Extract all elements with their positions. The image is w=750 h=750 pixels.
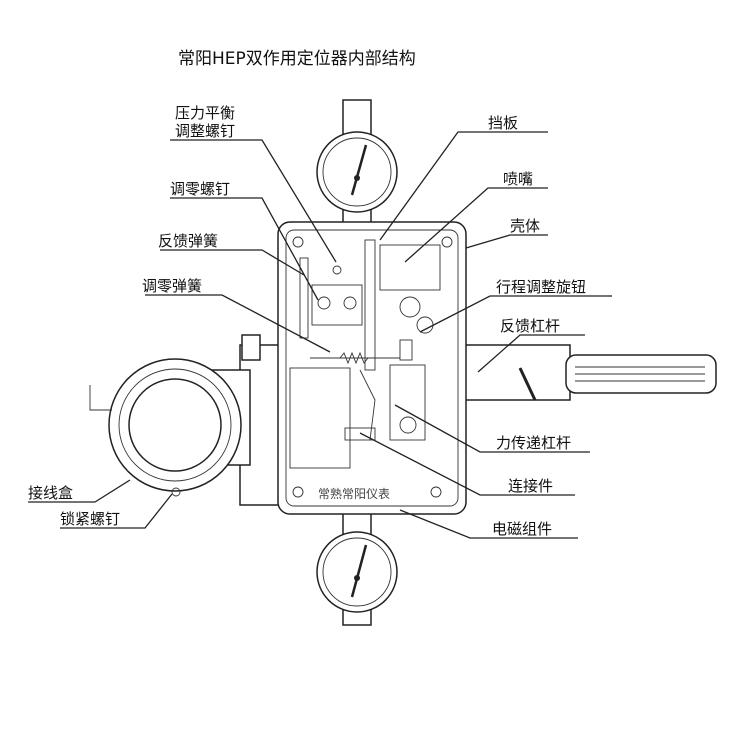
label-housing: 壳体 [510,217,540,235]
housing: 常熟常阳仪表 [277,221,467,515]
bottom-pressure-gauge [316,531,398,613]
junction-box [89,358,251,497]
diagram-title: 常阳HEP双作用定位器内部结构 [178,49,416,69]
top-pressure-gauge [316,131,398,213]
label-zero-spring: 调零弹簧 [142,277,202,295]
label-feedback-spring: 反馈弹簧 [158,232,218,250]
watermark: 常熟常阳仪表 [318,486,390,501]
label-pressure-balance-line1: 压力平衡 [175,104,235,122]
label-junction-box: 接线盒 [28,484,73,502]
leader-lines [28,131,612,539]
label-zero-screw: 调零螺钉 [170,180,230,198]
label-flapper: 挡板 [488,114,518,132]
label-force-lever: 力传递杠杆 [496,434,571,452]
label-solenoid: 电磁组件 [492,520,552,538]
label-stroke-knob: 行程调整旋钮 [496,278,586,296]
label-lock-screw: 锁紧螺钉 [60,510,120,528]
label-pressure-balance-line2: 调整螺钉 [175,122,235,140]
label-connector: 连接件 [508,477,553,495]
label-feedback-lever: 反馈杠杆 [500,317,560,335]
label-nozzle: 喷嘴 [503,170,533,188]
